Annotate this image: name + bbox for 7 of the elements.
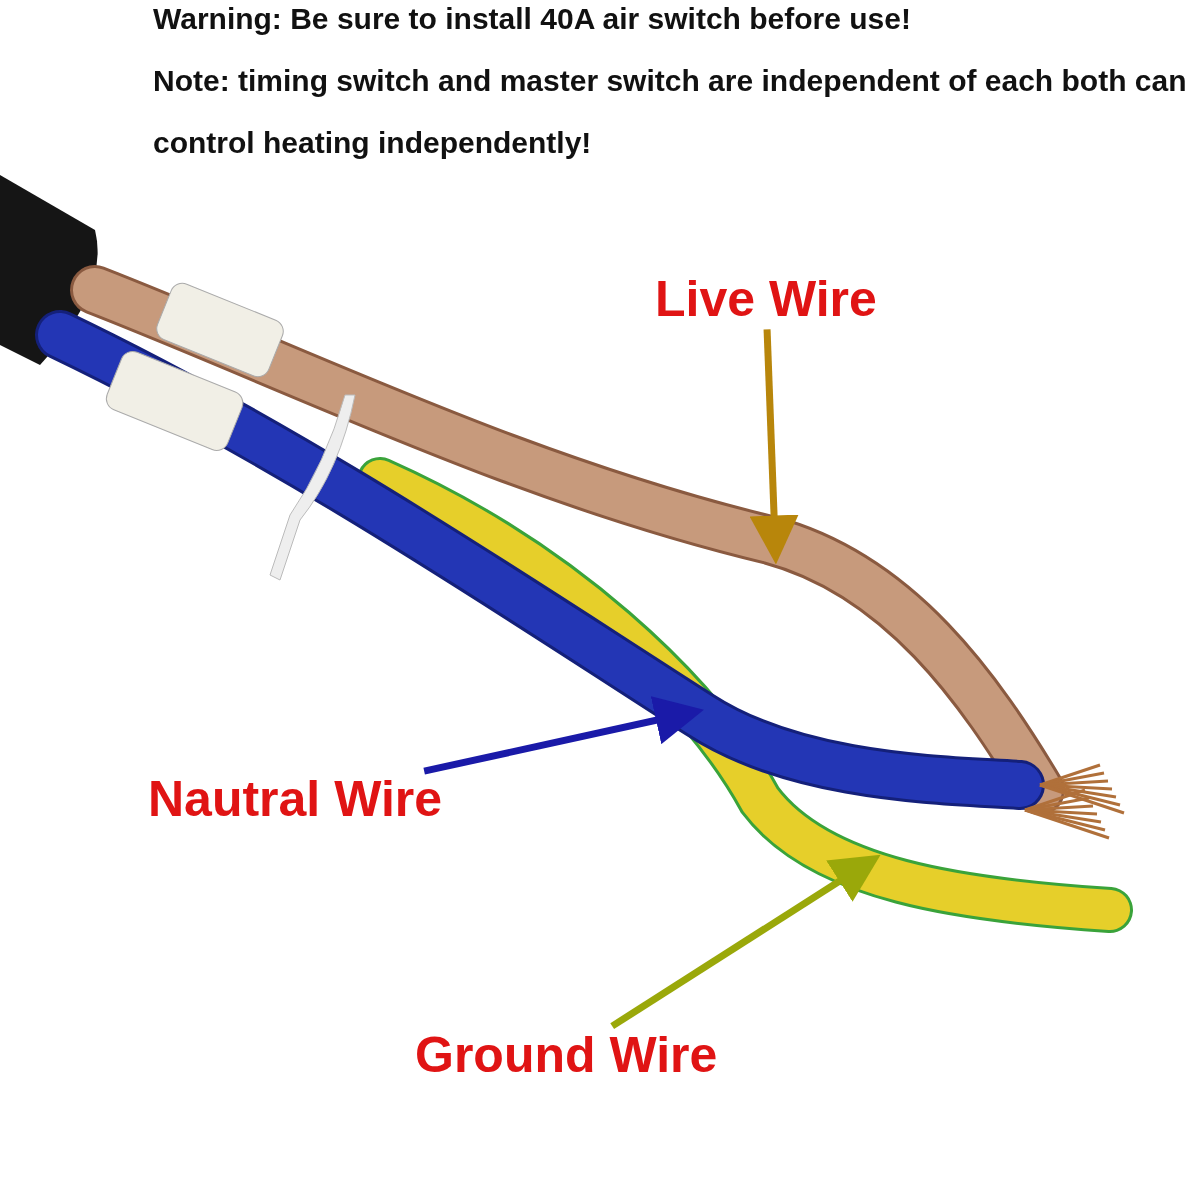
note-text: Warning: Be sure to install 40A air switch before use!	[153, 1, 911, 37]
note-text: Note: timing switch and master switch are independent of each both can control heating independently!	[153, 63, 1188, 161]
wire-label: Nautral Wire	[148, 772, 443, 827]
wire-label: Ground Wire	[415, 1028, 718, 1083]
leader-arrow	[610, 854, 881, 1030]
wire-label: Live Wire	[655, 272, 877, 327]
leader-arrow	[423, 696, 704, 775]
